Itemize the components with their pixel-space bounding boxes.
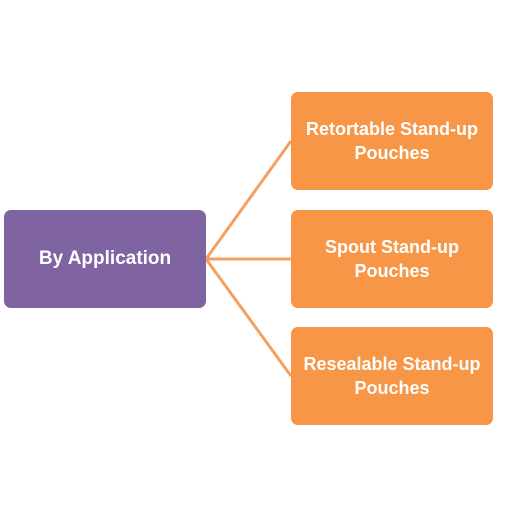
root-node-by-application: By Application [4,210,206,308]
child-node-retortable: Retortable Stand-up Pouches [291,92,493,190]
root-node-label: By Application [38,248,172,269]
child-node-label: Spout Stand-up Pouches [325,237,459,281]
child-node-resealable: Resealable Stand-up Pouches [291,327,493,425]
connector-to-resealable [204,258,293,377]
connector-to-retortable [204,140,293,260]
child-node-spout: Spout Stand-up Pouches [291,210,493,308]
child-node-label: Retortable Stand-up Pouches [305,119,478,163]
child-node-label: Resealable Stand-up Pouches [303,354,481,398]
